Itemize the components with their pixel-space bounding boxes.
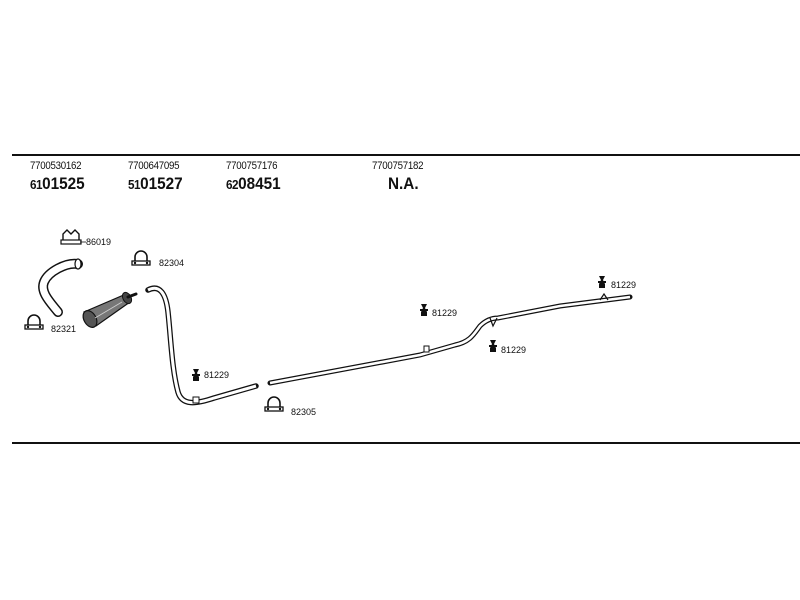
part-number-main: 08451 <box>238 174 281 193</box>
part-column-2: 7700647095 5101527 <box>128 160 189 194</box>
part-column-3: 7700757176 6208451 <box>226 160 287 194</box>
rear-hanger-number: 81229 <box>611 280 636 290</box>
part-number-prefix: 61 <box>30 177 43 192</box>
rear-clamp-number: 82305 <box>291 407 316 417</box>
front-hanger-icon <box>192 369 200 381</box>
part-number-prefix: 51 <box>128 177 141 192</box>
oem-number: 7700530162 <box>30 160 82 172</box>
bottom-divider-line <box>12 442 800 444</box>
part-number-main: 01525 <box>42 174 85 193</box>
top-divider-line <box>12 154 800 156</box>
cat-clamp-icon <box>24 314 44 330</box>
part-column-1: 7700530162 6101525 <box>30 160 91 194</box>
rear-clamp-icon <box>264 396 284 412</box>
flange-gasket-callout: 86019 <box>80 237 111 247</box>
part-number: 6101525 <box>30 174 85 194</box>
part-column-4: 7700757182 N.A. <box>372 160 430 194</box>
part-number: N.A. <box>388 174 426 194</box>
part-number-prefix: 62 <box>226 177 239 192</box>
rear-hanger-icon <box>598 276 606 288</box>
catalytic-converter <box>82 291 138 328</box>
part-number-main: 01527 <box>140 174 183 193</box>
intermediate-pipe <box>145 285 259 406</box>
mid-upper-hanger-icon <box>420 304 428 316</box>
oem-number: 7700647095 <box>128 160 180 172</box>
front-clamp-icon <box>131 250 151 266</box>
front-pipe <box>38 258 83 317</box>
mid-upper-hanger-number: 81229 <box>432 308 457 318</box>
oem-number: 7700757182 <box>372 160 424 172</box>
cat-clamp-number: 82321 <box>51 324 76 334</box>
part-number: 6208451 <box>226 174 281 194</box>
front-hanger-number: 81229 <box>204 370 229 380</box>
mid-lower-hanger-number: 81229 <box>501 345 526 355</box>
part-number: 5101527 <box>128 174 183 194</box>
front-clamp-number: 82304 <box>159 258 184 268</box>
tail-pipe <box>267 292 633 386</box>
flange-gasket-icon <box>60 229 82 245</box>
mid-lower-hanger-icon <box>489 340 497 352</box>
flange-gasket-number: 86019 <box>86 237 111 247</box>
oem-number: 7700757176 <box>226 160 278 172</box>
part-number-main: N.A. <box>388 174 419 193</box>
